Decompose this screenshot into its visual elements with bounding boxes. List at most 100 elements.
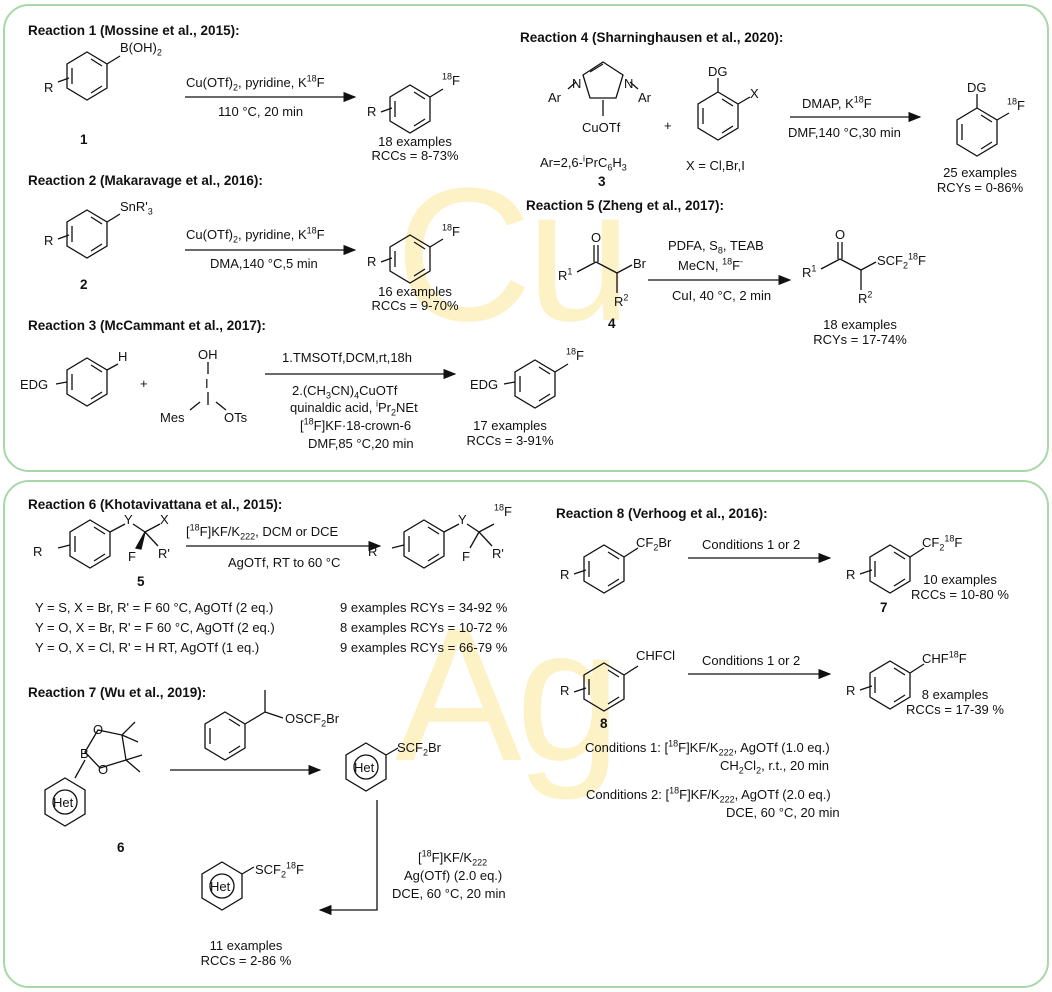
r8-sub1: CF2Br bbox=[636, 535, 672, 553]
benzene-ring-4 bbox=[697, 78, 751, 141]
r5-r2: R2 bbox=[614, 292, 629, 309]
iodonium-reagent bbox=[189, 362, 227, 411]
compound-5-label: 5 bbox=[137, 574, 145, 589]
r8-sub2: CHFCl bbox=[636, 648, 675, 663]
r3-iodine: I bbox=[205, 376, 209, 391]
reaction-2-title: Reaction 2 (Makaravage et al., 2016): bbox=[28, 173, 263, 188]
r6-prod-f: F bbox=[462, 549, 470, 564]
r4-n1: N bbox=[572, 76, 582, 91]
r6-row-0-cond: Y = S, X = Br, R' = F 60 °C, AgOTf (2 eq… bbox=[35, 600, 274, 615]
r8-conditions-2-line2: DCE, 60 °C, 20 min bbox=[726, 805, 840, 820]
r5-prod-r2: R2 bbox=[858, 289, 873, 306]
r4-dg: DG bbox=[708, 64, 728, 79]
r3-product-f: 18F bbox=[566, 346, 584, 363]
product-ring-3 bbox=[503, 359, 569, 409]
r5-cond-1: PDFA, S8, TEAB bbox=[668, 238, 764, 256]
product-ring-8b bbox=[859, 660, 925, 710]
r6-row-1-cond: Y = O, X = Br, R' = F 60 °C, AgOTf (2 eq… bbox=[35, 620, 275, 635]
r2-stannane: SnR'3 bbox=[120, 199, 153, 217]
product-het bbox=[201, 861, 255, 911]
r4-product-dg: DG bbox=[967, 80, 987, 95]
r4-ar-def: Ar=2,6-iPrC6H3 bbox=[540, 153, 627, 173]
r4-ar-left: Ar bbox=[548, 90, 561, 105]
r4-examples: 25 examples bbox=[943, 165, 1017, 180]
compound-4-label: 4 bbox=[608, 316, 616, 331]
r7-examples: 11 examples bbox=[209, 938, 283, 953]
r4-cond-bottom: DMF,140 °C,30 min bbox=[788, 125, 901, 140]
r8-cond-b: Conditions 1 or 2 bbox=[702, 653, 801, 668]
r3-mes: Mes bbox=[160, 410, 185, 425]
r5-prod-r1: R1 bbox=[802, 263, 817, 280]
r3-plus: + bbox=[140, 376, 148, 391]
r1-condition-bottom: 110 °C, 20 min bbox=[218, 104, 304, 119]
r7-mid-label: SCF2Br bbox=[397, 740, 442, 758]
r2-product-f: 18F bbox=[442, 222, 460, 239]
r4-product-f: 18F bbox=[1007, 96, 1025, 113]
r1-r-label: R bbox=[44, 80, 54, 95]
product-ring-4 bbox=[956, 94, 1010, 157]
r5-o: O bbox=[591, 230, 602, 245]
r4-ar-right: Ar bbox=[638, 90, 651, 105]
compound-6-label: 6 bbox=[117, 840, 125, 855]
r8-prod1: CF218F bbox=[922, 533, 963, 553]
r4-yield: RCYs = 0-86% bbox=[936, 180, 1024, 195]
compound-3-label: 3 bbox=[598, 174, 606, 189]
r5-cond-3: CuI, 40 °C, 2 min bbox=[672, 288, 772, 303]
r6-y: Y bbox=[124, 512, 133, 527]
r2-r-label: R bbox=[44, 233, 54, 248]
benzene-ring-8a bbox=[573, 544, 639, 594]
r6-row-2-res: 9 examples RCYs = 66-79 % bbox=[340, 640, 508, 655]
r8-prod2: CHF18F bbox=[922, 649, 967, 666]
reagent-aryl-7 bbox=[204, 690, 284, 761]
r4-x-def: X = Cl,Br,I bbox=[686, 158, 745, 173]
product-ring-2 bbox=[380, 234, 444, 284]
reaction-8-title: Reaction 8 (Verhoog et al., 2016): bbox=[556, 506, 768, 521]
r7-prod-label: SCF218F bbox=[255, 860, 304, 880]
benzene-ring-3 bbox=[55, 357, 119, 407]
bromoketone-4 bbox=[576, 245, 633, 293]
r2-product-r: R bbox=[367, 254, 377, 269]
r3-h: H bbox=[118, 349, 128, 364]
r1-boronic-acid: B(OH)2 bbox=[120, 40, 162, 58]
r6-f: F bbox=[128, 549, 136, 564]
r7-cond-1: [18F]KF/K222 bbox=[418, 848, 488, 868]
boronate-6 bbox=[44, 721, 143, 827]
r8-ex-1: 10 examples bbox=[923, 572, 997, 587]
r3-oh: OH bbox=[198, 347, 218, 362]
reaction-3-title: Reaction 3 (McCammant et al., 2017): bbox=[28, 318, 266, 333]
product-ring-1 bbox=[380, 84, 444, 134]
r1-product-r: R bbox=[367, 104, 377, 119]
r8-conditions-2: Conditions 2: [18F]KF/K222, AgOTf (2.0 e… bbox=[586, 785, 831, 805]
compound-7-label: 7 bbox=[880, 600, 888, 615]
r8-r-2: R bbox=[560, 683, 570, 698]
r5-examples: 18 examples bbox=[823, 317, 897, 332]
r5-prod-scf: SCF218F bbox=[877, 251, 926, 271]
reaction-5-title: Reaction 5 (Zheng et al., 2017): bbox=[526, 198, 725, 213]
r7-b: B bbox=[80, 746, 89, 761]
r8-ex-2: 8 examples bbox=[921, 687, 989, 702]
r7-o-top: O bbox=[93, 722, 104, 737]
r3-edg: EDG bbox=[20, 377, 49, 392]
r7-yield: RCCs = 2-86 % bbox=[200, 953, 292, 968]
r6-prod-rp: R' bbox=[492, 546, 504, 561]
compound-1-label: 1 bbox=[80, 132, 88, 147]
r8-y-2: RCCs = 17-39 % bbox=[906, 702, 1004, 717]
r4-cuotf: CuOTf bbox=[582, 120, 621, 135]
r7-het-prod: Het bbox=[210, 879, 231, 894]
reaction-4-title: Reaction 4 (Sharninghausen et al., 2020)… bbox=[520, 30, 784, 45]
r6-prod-y: Y bbox=[458, 512, 467, 527]
r3-cond-5: DMF,85 °C,20 min bbox=[308, 436, 414, 451]
benzene-ring-8b bbox=[573, 662, 639, 712]
r6-cond-bottom: AgOTf, RT to 60 °C bbox=[228, 555, 341, 570]
r8-cond-a: Conditions 1 or 2 bbox=[702, 537, 801, 552]
r4-plus: + bbox=[664, 118, 672, 133]
watermark-cu: Cu bbox=[395, 149, 632, 361]
r4-x: X bbox=[750, 86, 759, 101]
r5-r1: R1 bbox=[558, 266, 573, 283]
reaction-1-title: Reaction 1 (Mossine et al., 2015): bbox=[28, 23, 240, 38]
r8-y-1: RCCs = 10-80 % bbox=[911, 587, 1009, 602]
r4-cond-top: DMAP, K18F bbox=[802, 94, 872, 111]
r6-x: X bbox=[160, 512, 169, 527]
r1-yield: RCCs = 8-73% bbox=[371, 148, 459, 163]
product-ketone-5 bbox=[820, 242, 877, 290]
